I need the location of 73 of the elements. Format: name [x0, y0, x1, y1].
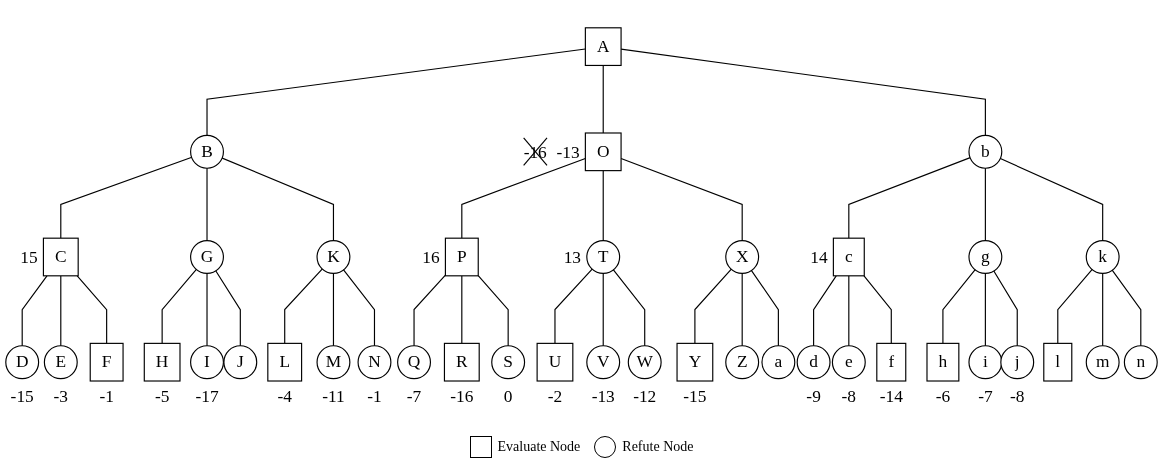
node-box: l	[1043, 342, 1073, 382]
value-label: -13	[556, 142, 580, 162]
node-box: A	[584, 27, 622, 66]
value-label: -7	[978, 387, 993, 407]
legend-text: Refute Node	[622, 439, 694, 455]
connector	[863, 275, 892, 344]
node-circle: b	[968, 134, 1003, 169]
node-circle: n	[1123, 345, 1158, 380]
value-label: -16	[450, 387, 474, 407]
node-box: h	[926, 342, 960, 382]
value-label: -8	[841, 387, 857, 407]
value-label: -12	[633, 387, 657, 407]
value-label: -13	[591, 387, 615, 407]
value-label: -8	[1010, 387, 1025, 407]
node-circle: Z	[725, 345, 760, 380]
connector	[602, 64, 604, 134]
value-label: -15	[683, 387, 707, 407]
value-label: -15	[10, 387, 34, 407]
value-label: -9	[806, 387, 821, 407]
node-circle: S	[491, 345, 526, 380]
value-label: -1	[367, 387, 382, 407]
node-circle: k	[1085, 240, 1120, 274]
node-circle: J	[223, 345, 258, 380]
node-circle: j	[1000, 345, 1035, 380]
node-box: C	[42, 237, 79, 277]
node-circle: V	[586, 345, 621, 380]
value-label: -3	[53, 387, 69, 407]
value-label: 13	[563, 247, 582, 267]
value-label: 15	[20, 247, 38, 267]
node-box: R	[443, 342, 480, 382]
node-box: H	[143, 342, 181, 382]
value-label: -17	[195, 387, 219, 407]
node-circle: Q	[397, 345, 432, 380]
connector	[76, 275, 108, 344]
value-label: 16	[422, 247, 440, 267]
node-circle: N	[357, 345, 392, 380]
node-circle: d	[796, 345, 831, 380]
value-label: 14	[810, 247, 828, 267]
node-circle: G	[190, 240, 224, 274]
node-box: Y	[676, 342, 714, 382]
node-box: c	[832, 237, 865, 277]
value-label: -11	[322, 387, 345, 407]
node-circle: T	[586, 240, 621, 274]
value-label: -5	[154, 387, 170, 407]
value-label: -4	[277, 387, 292, 407]
node-circle: D	[5, 345, 40, 380]
value-label: -7	[406, 387, 422, 407]
node-circle: E	[43, 345, 78, 380]
node-circle: K	[316, 240, 351, 274]
node-circle: a	[761, 345, 796, 380]
node-box: O	[584, 132, 622, 172]
value-label: 0	[503, 387, 513, 407]
node-box: F	[89, 342, 124, 382]
node-circle: g	[968, 240, 1003, 274]
legend-text: Evaluate Node	[497, 439, 581, 455]
value-label: -14	[879, 387, 903, 407]
node-box: P	[444, 237, 479, 277]
connector	[461, 157, 586, 239]
node-box: L	[267, 342, 303, 382]
node-circle: m	[1085, 345, 1120, 380]
node-circle: M	[316, 345, 351, 380]
node-circle: X	[725, 240, 760, 274]
node-box: U	[536, 342, 574, 382]
connector	[461, 275, 463, 344]
node-circle: i	[968, 345, 1003, 380]
node-circle: W	[627, 345, 662, 380]
value-label: -2	[547, 387, 563, 407]
node-circle: e	[831, 345, 866, 380]
node-circle: I	[190, 345, 224, 380]
value-label: -6	[935, 387, 951, 407]
value-label: -1	[99, 387, 114, 407]
node-box: f	[876, 342, 907, 382]
node-circle: B	[190, 134, 224, 169]
